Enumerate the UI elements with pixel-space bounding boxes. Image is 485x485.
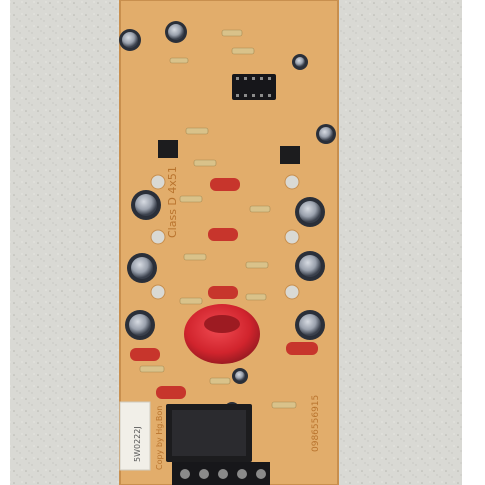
ceramic-power-resistor bbox=[119, 401, 151, 471]
transistor bbox=[280, 146, 300, 164]
relay bbox=[166, 404, 252, 462]
phone-marking: 0986556915 bbox=[311, 395, 321, 452]
electrolytic-capacitor bbox=[127, 253, 157, 283]
ic-socket bbox=[232, 74, 276, 100]
mounting-holes bbox=[150, 174, 300, 300]
electrolytic-capacitor bbox=[295, 251, 325, 281]
electrolytic-capacitor bbox=[295, 197, 325, 227]
toroid-inductor bbox=[184, 304, 260, 364]
resistor-label: 5W0222J bbox=[133, 426, 142, 462]
model-marking: Class D 4x51 bbox=[166, 166, 179, 238]
electrolytic-capacitor bbox=[295, 310, 325, 340]
electrolytic-capacitor bbox=[119, 29, 141, 51]
electrolytic-capacitor bbox=[131, 190, 161, 220]
electrolytic-capacitor bbox=[165, 21, 187, 43]
electrolytic-capacitor bbox=[125, 310, 155, 340]
electrolytic-capacitor bbox=[292, 54, 308, 70]
electrolytic-capacitor bbox=[316, 124, 336, 144]
screw-terminal bbox=[172, 462, 270, 485]
transistor bbox=[158, 140, 178, 158]
resistors bbox=[139, 29, 297, 409]
film-capacitors bbox=[130, 178, 318, 399]
copy-marking: Copy by Hg.Bon bbox=[155, 406, 164, 470]
electrolytic-capacitor bbox=[232, 368, 248, 384]
